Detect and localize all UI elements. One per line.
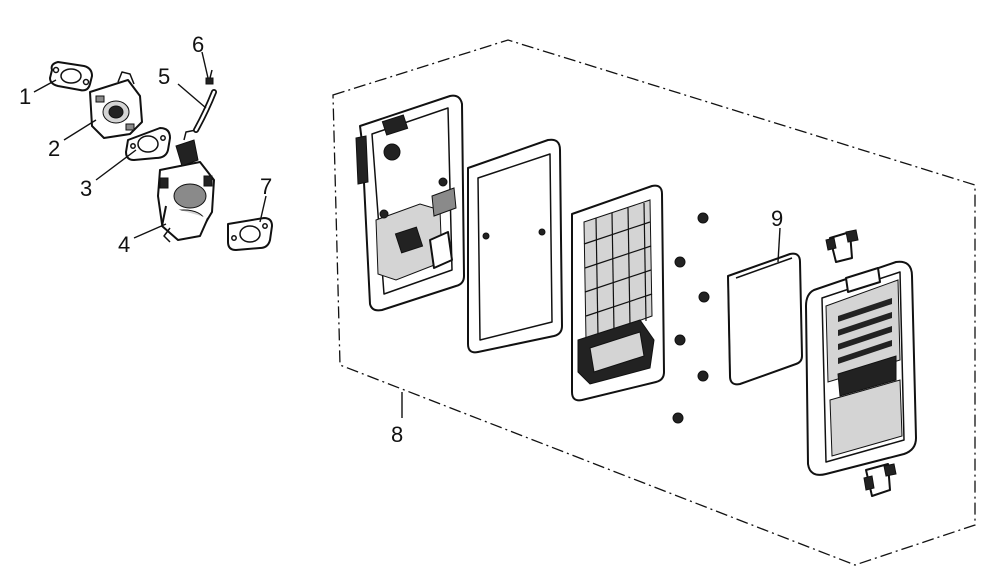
part-6-clip <box>205 69 214 85</box>
callout-4: 4 <box>118 232 130 257</box>
cover-louvers <box>838 298 892 364</box>
part-1-gasket <box>49 61 93 92</box>
callouts: 1 2 3 4 5 6 7 8 9 <box>19 32 783 447</box>
callout-7: 7 <box>260 174 272 199</box>
part-7-gasket <box>227 217 273 251</box>
air-cleaner-base <box>355 94 465 312</box>
part-2-insulator <box>89 71 143 139</box>
callout-5: 5 <box>158 64 170 89</box>
air-cleaner-seal-frame <box>467 138 563 354</box>
part-4-carburetor <box>157 129 215 243</box>
mounting-nuts <box>672 212 710 424</box>
callout-2: 2 <box>48 136 60 161</box>
air-cleaner-cover <box>805 260 917 476</box>
cover-clip-bottom <box>863 463 897 497</box>
filter-support-grille <box>571 184 665 402</box>
part-3-gasket <box>125 127 171 161</box>
leader-lines <box>33 51 781 418</box>
callout-9: 9 <box>771 206 783 231</box>
callout-6: 6 <box>192 32 204 57</box>
cover-clip-top <box>825 229 859 263</box>
assembly-8-boundary <box>332 39 976 566</box>
grille-cells <box>583 202 653 337</box>
part-5-fuel-tube <box>193 89 217 133</box>
part-9-filter-element <box>727 252 803 386</box>
callout-1: 1 <box>19 84 31 109</box>
callout-3: 3 <box>80 176 92 201</box>
callout-8: 8 <box>391 422 403 447</box>
